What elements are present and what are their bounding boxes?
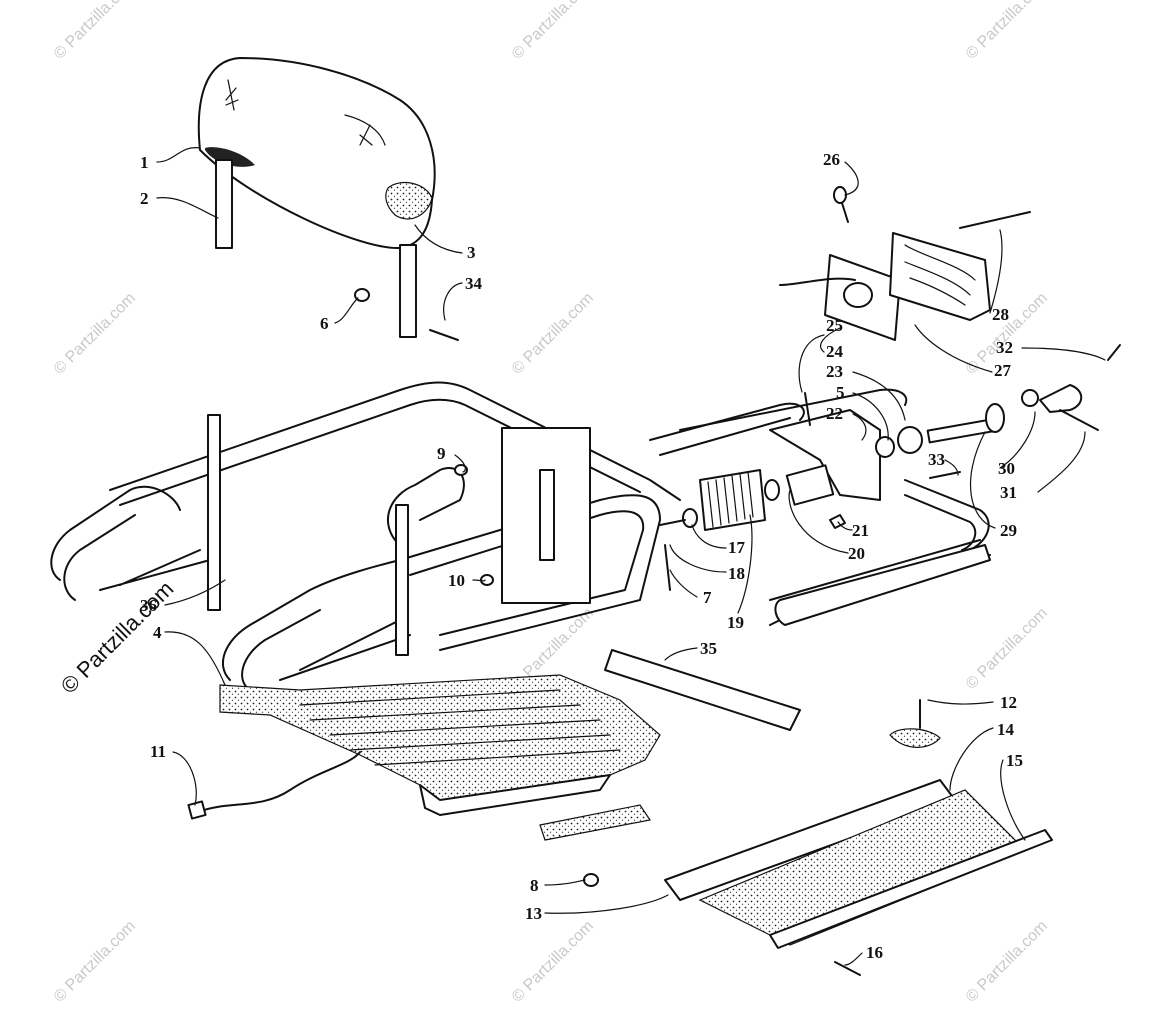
watermark: © Partzilla.com bbox=[963, 605, 1051, 693]
part-label: 27 bbox=[994, 361, 1012, 380]
backrest bbox=[197, 57, 436, 338]
watermark: © Partzilla.com bbox=[509, 918, 597, 1006]
part-label: 14 bbox=[997, 720, 1015, 739]
part-label: 17 bbox=[728, 538, 746, 557]
part-label: 6 bbox=[320, 314, 329, 333]
part-label: 18 bbox=[728, 564, 745, 583]
part-label: 20 bbox=[848, 544, 865, 563]
watermark: © Partzilla.com bbox=[509, 0, 597, 63]
part-label: 35 bbox=[700, 639, 717, 658]
part-label: 28 bbox=[992, 305, 1009, 324]
part-label: 8 bbox=[530, 876, 539, 895]
part-label: 30 bbox=[998, 459, 1015, 478]
part-label: 1 bbox=[140, 153, 149, 172]
watermark: © Partzilla.com bbox=[509, 290, 597, 378]
part-label: 29 bbox=[1000, 521, 1017, 540]
watermark: © Partzilla.com bbox=[51, 0, 139, 63]
part-label: 9 bbox=[437, 444, 446, 463]
part-label: 33 bbox=[928, 450, 945, 469]
part-label: 24 bbox=[826, 342, 844, 361]
seat-deck bbox=[219, 674, 661, 816]
part-label: 21 bbox=[852, 521, 869, 540]
part-label: 23 bbox=[826, 362, 843, 381]
part-label: 7 bbox=[703, 588, 712, 607]
watermark: © Partzilla.com bbox=[51, 290, 139, 378]
part-label: 22 bbox=[826, 404, 843, 423]
part-label: 36 bbox=[140, 596, 157, 615]
part-label: 26 bbox=[823, 150, 840, 169]
part-label: 31 bbox=[1000, 483, 1017, 502]
wire-harness bbox=[187, 751, 361, 820]
trim-strip bbox=[604, 649, 801, 731]
part-label: 11 bbox=[150, 742, 166, 761]
part-label: 34 bbox=[465, 274, 483, 293]
part-label: 13 bbox=[525, 904, 542, 923]
part-label: 16 bbox=[866, 943, 883, 962]
side-pans bbox=[539, 699, 1053, 976]
part-label: 12 bbox=[1000, 693, 1017, 712]
watermark: © Partzilla.com bbox=[963, 918, 1051, 1006]
hinge-assembly bbox=[354, 288, 1121, 591]
leader-lines bbox=[156, 147, 1106, 966]
part-label: 25 bbox=[826, 316, 843, 335]
part-label: 10 bbox=[448, 571, 465, 590]
part-labels: 1 2 3 34 6 26 28 25 24 27 32 23 5 22 9 3… bbox=[140, 150, 1023, 962]
watermark: © Partzilla.com bbox=[51, 918, 139, 1006]
part-label: 19 bbox=[727, 613, 744, 632]
tail-light bbox=[779, 186, 1031, 341]
part-label: 3 bbox=[467, 243, 476, 262]
watermark: © Partzilla.com bbox=[963, 0, 1051, 63]
part-label: 4 bbox=[153, 623, 162, 642]
part-label: 32 bbox=[996, 338, 1013, 357]
part-label: 5 bbox=[836, 383, 845, 402]
seat-frame bbox=[50, 381, 991, 691]
part-label: 15 bbox=[1006, 751, 1023, 770]
part-label: 2 bbox=[140, 189, 149, 208]
